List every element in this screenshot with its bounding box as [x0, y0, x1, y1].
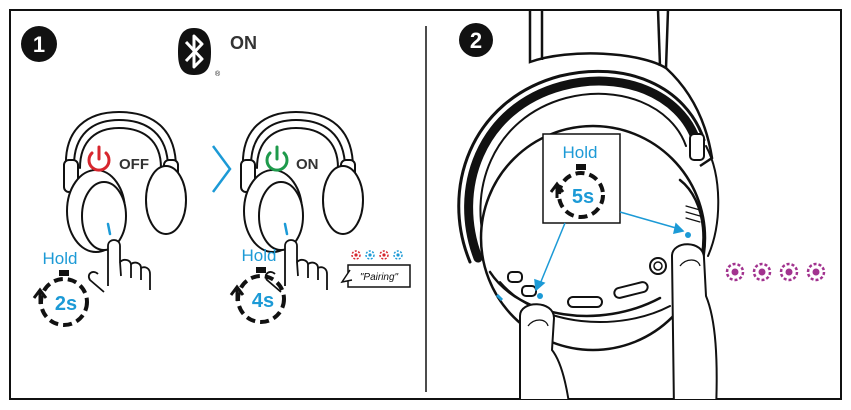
hold-label-2: Hold [242, 246, 277, 265]
hold-time-1: 2s [55, 293, 77, 315]
pointing-hand-icon [87, 239, 151, 293]
headband-closeup [528, 10, 714, 168]
stopwatch-icon [549, 164, 605, 219]
stopwatch-icon [32, 270, 89, 327]
hold-label-1: Hold [43, 249, 78, 268]
step-1-panel: 1 ® ON OFF [21, 26, 411, 327]
step-2-number: 2 [470, 28, 482, 53]
headphone-off-illustration [63, 110, 187, 253]
hold-time-2: 4s [252, 290, 274, 312]
bluetooth-state: ON [230, 33, 257, 53]
pointer-arrow [534, 211, 685, 292]
led-blink-red-blue-icon [351, 250, 403, 260]
led-indicator-mark [495, 293, 504, 302]
pointing-hand-icon [671, 243, 718, 399]
pointing-hand-icon [264, 239, 328, 293]
headphone-off-label: OFF [119, 156, 149, 173]
power-icon [265, 145, 289, 172]
power-icon [87, 145, 111, 172]
hold-callout-box [542, 133, 621, 224]
pointing-hand-icon [519, 303, 570, 399]
hold-time-3: 5s [572, 186, 594, 208]
led-indicator-dot [685, 232, 691, 238]
step-2-panel: 2 [457, 10, 826, 399]
hold-label-3: Hold [563, 143, 598, 162]
step-2-badge [459, 23, 493, 57]
pairing-label: "Pairing" [360, 272, 399, 283]
chevron-right-icon [211, 145, 232, 193]
ear-cup-closeup [457, 69, 720, 352]
stopwatch-icon [229, 267, 286, 324]
headphone-on-illustration [240, 110, 364, 253]
svg-text:®: ® [215, 70, 221, 78]
step-1-badge [21, 26, 57, 62]
step-1-number: 1 [33, 32, 45, 57]
led-indicator-dot [537, 293, 543, 299]
bluetooth-icon: ® [178, 28, 221, 78]
led-blink-purple-icon [725, 262, 826, 282]
headphone-on-label: ON [296, 156, 319, 173]
